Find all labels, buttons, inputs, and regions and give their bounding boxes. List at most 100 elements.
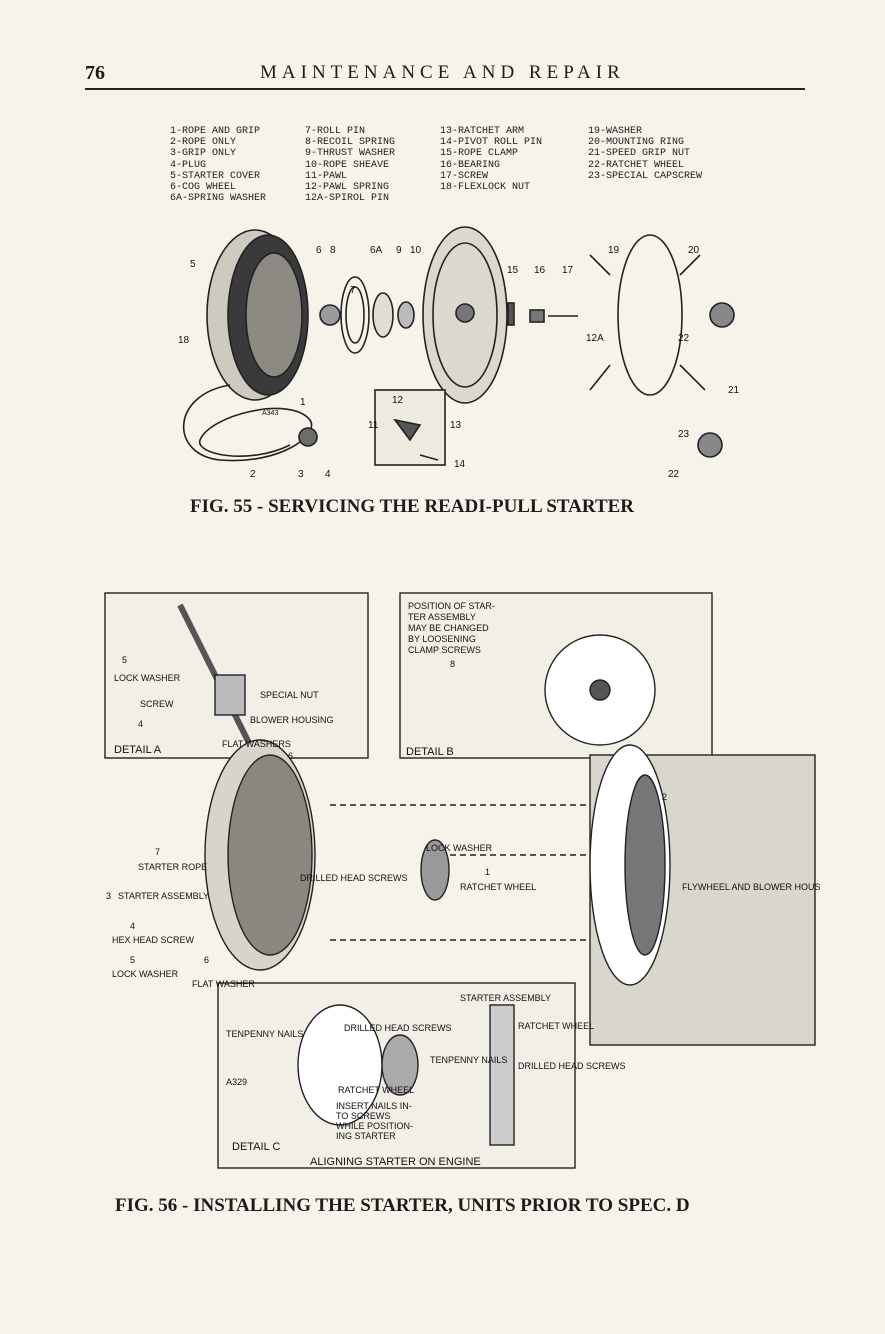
detail-c-tenpenny-nails-right: TENPENNY NAILS [430,1055,507,1065]
detail-c-insert-note-line: ING STARTER [336,1131,396,1141]
fig56-illustration: 5 LOCK WASHER SCREW 4 SPECIAL NUT BLOWER… [104,592,820,1169]
detail-a-screw-num: 4 [138,719,143,729]
detail-b-note-line: TER ASSEMBLY [408,612,476,622]
fig55-callout: 23 [678,429,690,440]
legend-item: 2-ROPE ONLY [170,137,237,149]
fig55-callout: 13 [450,420,462,431]
detail-b-note-line: POSITION OF STAR- [408,601,495,611]
fig55-caption: FIG. 55 - SERVICING THE READI-PULL START… [190,496,635,517]
legend-item: 14-PIVOT ROLL PIN [440,137,543,149]
fig55-callout: 10 [410,245,422,256]
hex-head-screw-num: 4 [130,921,135,931]
legend-item: 19-WASHER [588,126,643,137]
detail-c-bottom-caption: ALIGNING STARTER ON ENGINE [310,1156,481,1168]
cog-wheel-drawing [319,304,341,326]
legend-item: 8-RECOIL SPRING [305,137,396,149]
fig55-callout: 19 [608,245,620,256]
fig55-callout: 15 [507,265,519,276]
fig55-callout: 7 [350,285,356,296]
fig55-exploded-view: 5 18 6 8 6A 9 10 7 15 16 17 19 20 12A 22… [178,226,740,480]
fig55-callout: 22 [668,469,680,480]
fig55-callout: 17 [562,265,574,276]
detail-c-box [217,982,576,1169]
fig55-callout: 5 [190,259,196,270]
legend-item: 18-FLEXLOCK NUT [440,182,531,194]
flywheel-blower-label: FLYWHEEL AND BLOWER HOUSING [682,882,820,892]
main-lock-washer-num: 5 [130,955,135,965]
detail-b-title: DETAIL B [406,746,454,758]
ratchet-wheel-drawing [709,302,735,328]
legend-item: 7-ROLL PIN [305,126,366,137]
fig55-callout: 4 [325,469,331,480]
detail-c-title: DETAIL C [232,1141,280,1153]
flywheel-num: 2 [662,792,667,802]
detail-a-blower-housing: BLOWER HOUSING [250,715,334,725]
starter-rope-label: STARTER ROPE [138,862,207,872]
fig55-callout: 6 [316,245,322,256]
fig55-callout: 11 [368,420,379,431]
detail-c-insert-note-line: WHILE POSITION- [336,1121,413,1131]
fig55-callout: 16 [534,265,546,276]
main-lock-washer-label: LOCK WASHER [112,969,179,979]
legend-column-4: 19-WASHER 20-MOUNTING RING 21-SPEED GRIP… [588,126,702,182]
page-header: 76 MAINTENANCE AND REPAIR [85,62,805,92]
page-number: 76 [85,62,105,84]
fig55-callout: 20 [688,245,700,256]
detail-b-note-line: CLAMP SCREWS [408,645,481,655]
detail-b-note-line: BY LOOSENING [408,634,476,644]
detail-c-ratchet-wheel: RATCHET WHEEL [338,1085,414,1095]
legend-item: 17-SCREW [440,170,489,182]
legend-item: 12-PAWL SPRING [305,182,390,194]
detail-c-code: A329 [226,1077,247,1087]
legend-column-3: 13-RATCHET ARM 14-PIVOT ROLL PIN 15-ROPE… [440,126,542,193]
legend-item: 5-STARTER COVER [170,170,261,182]
legend-item: 21-SPEED GRIP NUT [588,148,691,160]
detail-a-special-nut: SPECIAL NUT [260,690,319,700]
detail-c-tenpenny-nails: TENPENNY NAILS [226,1029,303,1039]
detail-c-insert-note-line: INSERT NAILS IN- [336,1101,412,1111]
fig56-caption: FIG. 56 - INSTALLING THE STARTER, UNITS … [115,1195,690,1216]
mounting-ring-drawing [617,234,683,396]
legend-item: 12A-SPIROL PIN [305,193,390,205]
lock-washer-top-label: LOCK WASHER [426,843,493,853]
fig55-callout: 9 [396,245,402,256]
ratchet-wheel-center-drawing [420,839,450,901]
fig55-callout: 12A [586,333,604,344]
flat-washer-label: FLAT WASHER [192,979,255,989]
detail-c-insert-note-line: TO SCREWS [336,1111,390,1121]
fig55-callout: 8 [330,245,336,256]
legend-item: 9-THRUST WASHER [305,148,396,160]
fig55-code: A343 [262,410,278,417]
detail-a-flat-washers: FLAT WASHERS [222,739,291,749]
detail-b-num: 8 [450,659,455,669]
fig55-callout: 22 [678,333,690,344]
detail-c-ratchet-wheel-right: RATCHET WHEEL [518,1021,594,1031]
flat-washer-num: 6 [204,955,209,965]
legend-item: 22-RATCHET WHEEL [588,159,685,171]
legend-item: 13-RATCHET ARM [440,126,525,137]
drilled-head-screws-label: DRILLED HEAD SCREWS [300,873,408,883]
header-rule [85,88,805,90]
detail-c-drilled-head-screws: DRILLED HEAD SCREWS [344,1023,452,1033]
legend-column-2: 7-ROLL PIN 8-RECOIL SPRING 9-THRUST WASH… [305,126,395,204]
starter-assembly-label: STARTER ASSEMBLY [118,891,209,901]
fig55-callout: 1 [300,397,306,408]
legend-item: 10-ROPE SHEAVE [305,159,390,171]
detail-a-flat-washers-num: 6 [288,751,293,761]
legend-item: 11-PAWL [305,170,348,182]
legend-item: 15-ROPE CLAMP [440,148,519,160]
fig55-callout: 2 [250,469,256,480]
legend-item: 16-BEARING [440,159,501,171]
detail-a-title: DETAIL A [114,744,162,756]
detail-a-screw: SCREW [140,699,174,709]
recoil-spring-drawing [340,276,370,354]
legend-item: 3-GRIP ONLY [170,148,237,160]
fig55-callout: 6A [370,245,383,256]
running-title: MAINTENANCE AND REPAIR [260,62,625,83]
fig55-callout: 3 [298,469,304,480]
legend-item: 1-ROPE AND GRIP [170,126,261,137]
ratchet-wheel-label: RATCHET WHEEL [460,882,536,892]
detail-c-starter-assembly: STARTER ASSEMBLY [460,993,551,1003]
legend-item: 23-SPECIAL CAPSCREW [588,170,703,182]
detail-c-drilled-head-screws-right: DRILLED HEAD SCREWS [518,1061,626,1071]
